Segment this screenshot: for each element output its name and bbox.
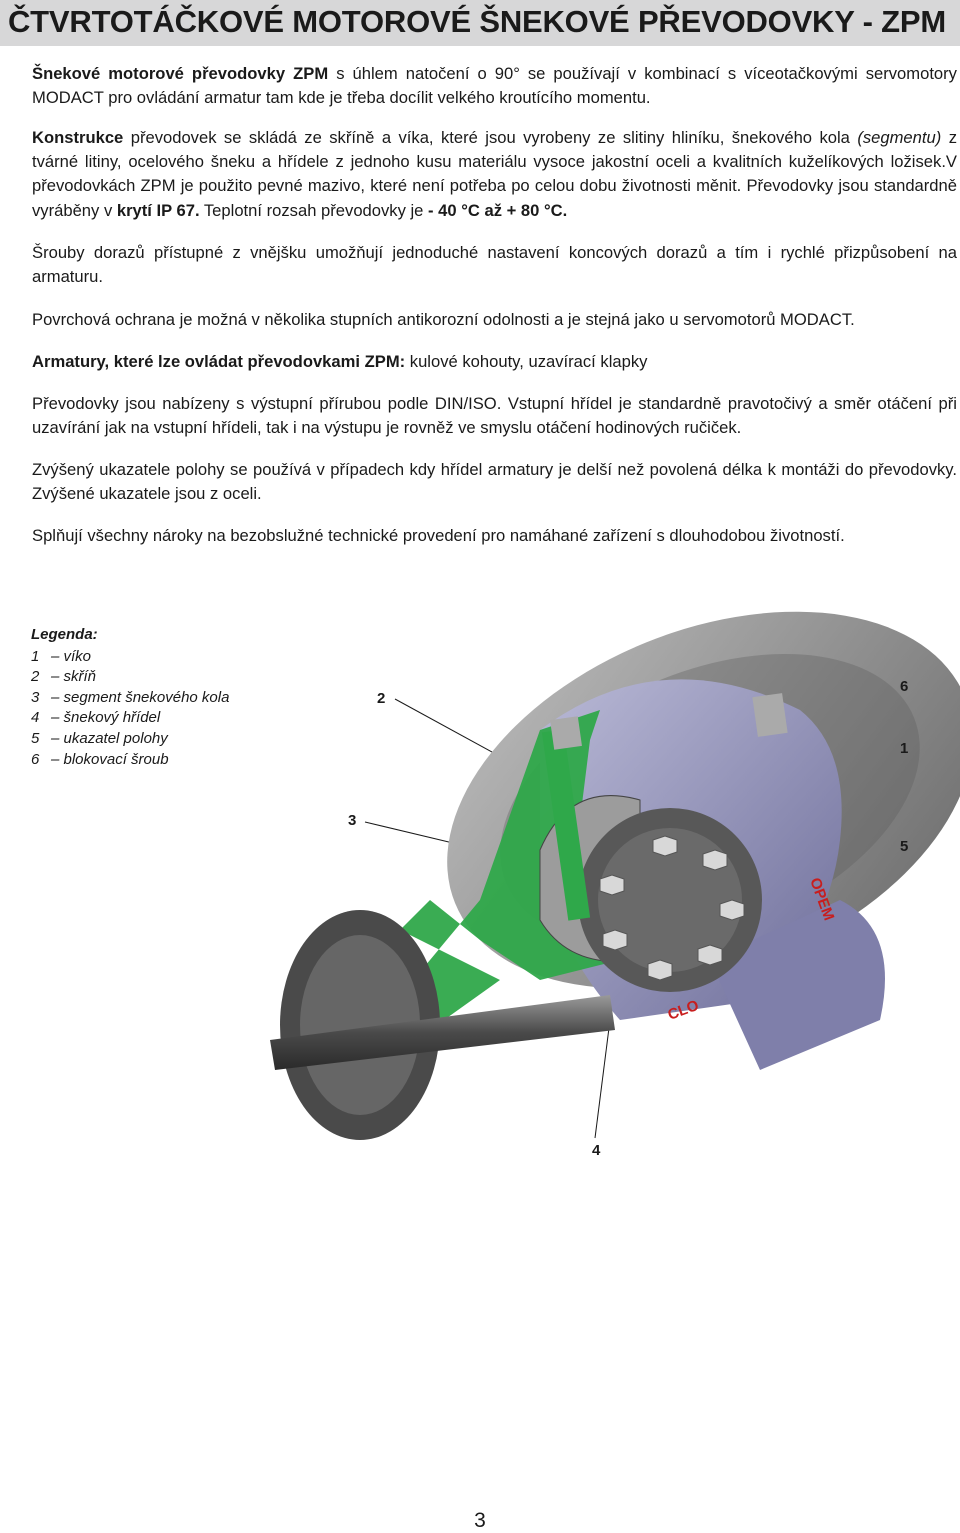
gearbox-cutaway-illustration: OPEM CLO 2 6 1 3 5 4 bbox=[240, 600, 960, 1220]
flange-text: Převodovky jsou nabízeny s výstupní přír… bbox=[32, 394, 957, 438]
requirements-text: Splňují všechny nároky na bezobslužné te… bbox=[32, 526, 845, 545]
callout-4: 4 bbox=[592, 1142, 601, 1159]
legend-item: 4– šnekový hřídel bbox=[31, 709, 161, 727]
legend-item: 6– blokovací šroub bbox=[31, 750, 169, 768]
construction-italic: (segmentu) bbox=[857, 128, 942, 147]
stop-screw-left bbox=[541, 729, 591, 921]
screw-head-left bbox=[550, 716, 582, 750]
callout-2: 2 bbox=[377, 690, 386, 707]
callout-1: 1 bbox=[900, 740, 909, 757]
gearbox-drawing: OPEM CLO bbox=[270, 611, 960, 1140]
ip-rating: krytí IP 67. bbox=[116, 200, 200, 220]
temperature-range: - 40 °C až + 80 °C. bbox=[428, 200, 568, 220]
construction-text-3: Teplotní rozsah převodovky je bbox=[199, 200, 429, 220]
indicator-text: Zvýšený ukazatele polohy se používá v př… bbox=[32, 460, 957, 504]
valves-bold: Armatury, které lze ovládat převodovkami… bbox=[32, 352, 406, 371]
page-number: 3 bbox=[474, 1509, 486, 1532]
paragraph-flange: Převodovky jsou nabízeny s výstupní přír… bbox=[3, 392, 957, 440]
paragraph-surface: Povrchová ochrana je možná v několika st… bbox=[3, 308, 957, 332]
page-title: ČTVRTOTÁČKOVÉ MOTOROVÉ ŠNEKOVÉ PŘEVODOVK… bbox=[8, 4, 946, 39]
legend: Legenda: 1– víko 2– skříň 3– segment šne… bbox=[31, 625, 229, 770]
worm-shaft bbox=[270, 995, 615, 1070]
paragraph-construction: Konstrukce převodovek se skládá ze skřín… bbox=[3, 126, 957, 223]
leader-line-4 bbox=[594, 1019, 611, 1139]
paragraph-stops: Šrouby dorazů přístupné z vnějšku umožňu… bbox=[3, 241, 957, 289]
surface-text: Povrchová ochrana je možná v několika st… bbox=[32, 310, 855, 329]
legend-item: 5– ukazatel polohy bbox=[31, 729, 168, 747]
paragraph-requirements: Splňují všechny nároky na bezobslužné te… bbox=[3, 524, 957, 548]
legend-item: 2– skříň bbox=[31, 668, 97, 686]
intro-bold: Šnekové motorové převodovky ZPM bbox=[32, 64, 329, 83]
callout-3: 3 bbox=[348, 812, 357, 829]
title-bar: ČTVRTOTÁČKOVÉ MOTOROVÉ ŠNEKOVÉ PŘEVODOVK… bbox=[0, 0, 960, 46]
legend-item: 3– segment šnekového kola bbox=[31, 688, 230, 706]
housing-body bbox=[710, 900, 885, 1070]
construction-text-1: převodovek se skládá ze skříně a víka, k… bbox=[123, 128, 858, 147]
paragraph-valves: Armatury, které lze ovládat převodovkami… bbox=[3, 350, 957, 374]
callout-5: 5 bbox=[900, 838, 909, 855]
screw-head-right bbox=[752, 693, 788, 737]
legend-item: 1– víko bbox=[31, 647, 92, 665]
legend-title: Legenda: bbox=[31, 626, 98, 643]
valves-text: kulové kohouty, uzavírací klapky bbox=[405, 352, 648, 371]
paragraph-indicator: Zvýšený ukazatele polohy se používá v př… bbox=[3, 458, 957, 506]
construction-text-2: z tvárné litiny, ocelového šneku a hříde… bbox=[32, 128, 957, 220]
hub-bolts bbox=[599, 835, 745, 981]
stops-text: Šrouby dorazů přístupné z vnějšku umožňu… bbox=[32, 243, 957, 287]
intro-text: s úhlem natočení o 90° se používají v ko… bbox=[32, 64, 957, 108]
callout-6: 6 bbox=[900, 678, 909, 695]
paragraph-intro: Šnekové motorové převodovky ZPM s úhlem … bbox=[3, 62, 957, 110]
construction-bold: Konstrukce bbox=[32, 128, 124, 147]
